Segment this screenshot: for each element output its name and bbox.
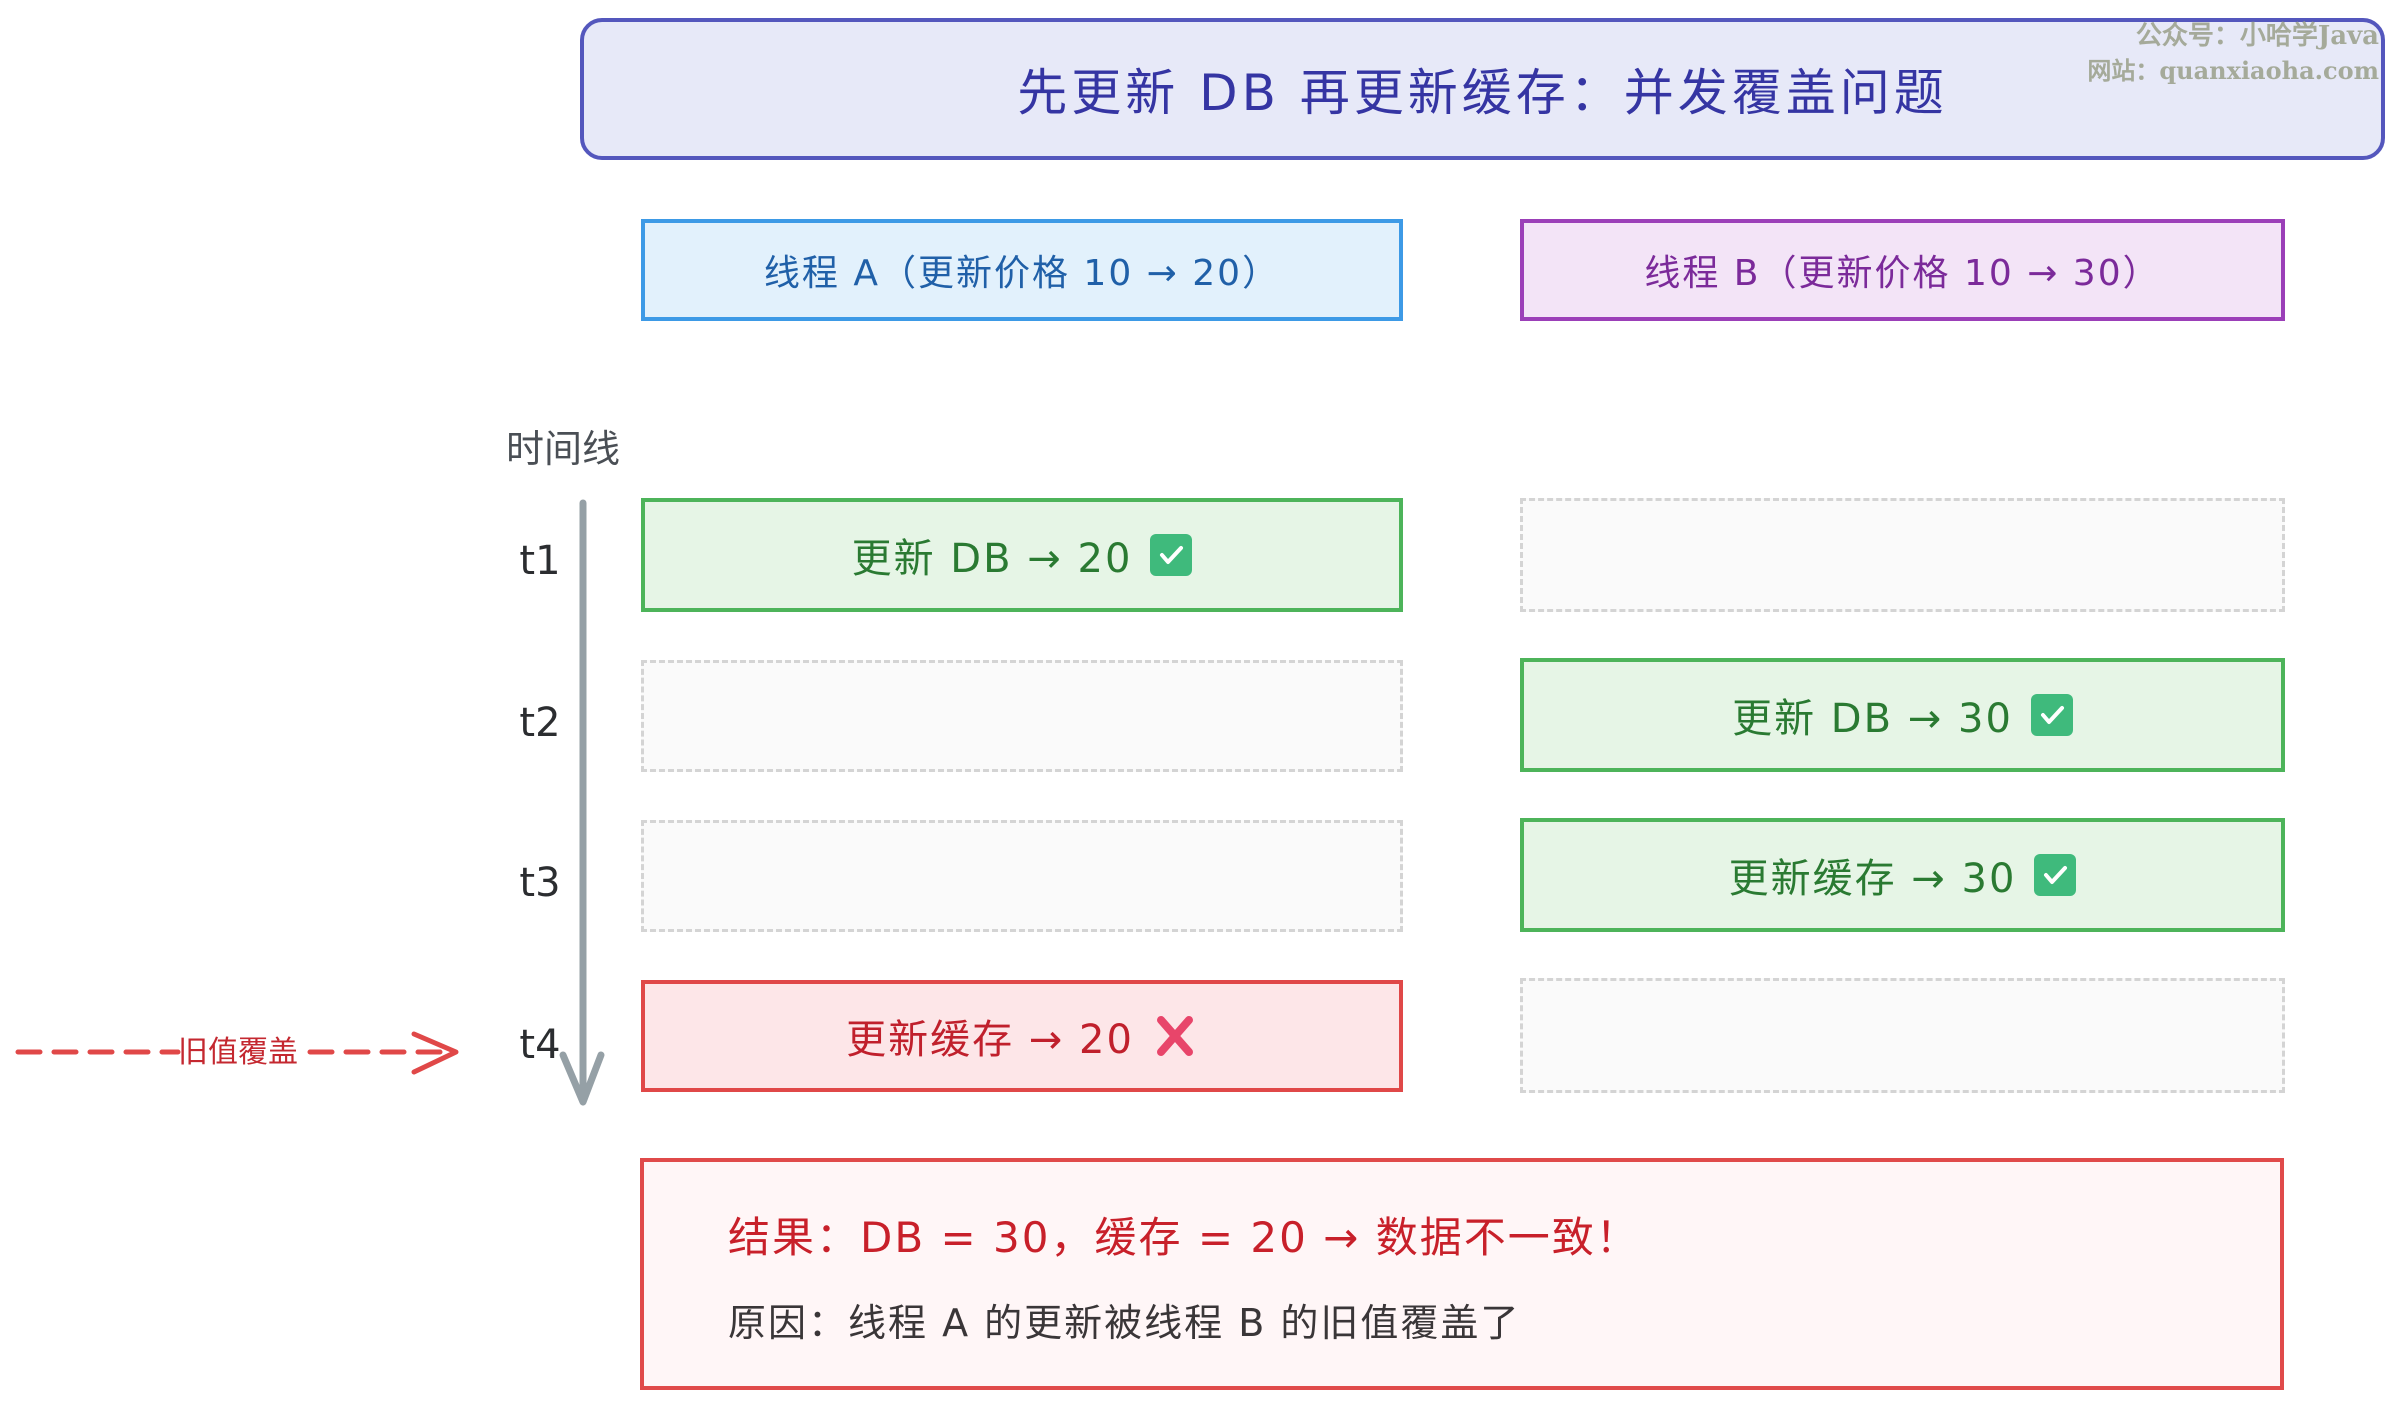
dashed-arrow-icon bbox=[15, 1031, 459, 1075]
thread-b-t2-step: 更新 DB → 30 bbox=[1520, 658, 2285, 772]
watermark: 公众号：小哈学Java 网站：quanxiaoha.com bbox=[2087, 18, 2379, 88]
thread-a-header: 线程 A（更新价格 10 → 20） bbox=[641, 219, 1403, 321]
thread-b-header: 线程 B（更新价格 10 → 30） bbox=[1520, 219, 2285, 321]
overwrite-annotation: 旧值覆盖 bbox=[178, 1035, 298, 1070]
watermark-website: 网站：quanxiaoha.com bbox=[2087, 56, 2379, 85]
step-text: 更新 DB → 20 bbox=[851, 536, 1133, 582]
thread-b-label: 线程 B（更新价格 10 → 30） bbox=[1644, 253, 2161, 294]
step-text: 更新缓存 → 20 bbox=[846, 1017, 1134, 1063]
result-reason: 原因：线程 A 的更新被线程 B 的旧值覆盖了 bbox=[728, 1301, 1521, 1345]
result-conclusion: 结果：DB = 30，缓存 = 20 → 数据不一致！ bbox=[728, 1213, 1640, 1262]
thread-b-t4-empty bbox=[1520, 978, 2285, 1093]
diagram-title: 先更新 DB 再更新缓存：并发覆盖问题 bbox=[1017, 64, 1948, 122]
check-icon bbox=[2030, 694, 2073, 736]
thread-a-t4-step: 更新缓存 → 20 bbox=[641, 980, 1403, 1092]
title-banner: 先更新 DB 再更新缓存：并发覆盖问题 bbox=[580, 18, 2385, 160]
thread-b-t3-step: 更新缓存 → 30 bbox=[1520, 818, 2285, 932]
watermark-account: 公众号：小哈学Java bbox=[2135, 21, 2379, 51]
thread-a-t3-empty bbox=[641, 820, 1403, 932]
tick-t1: t1 bbox=[519, 538, 561, 584]
check-icon bbox=[2034, 854, 2077, 896]
down-arrow-icon bbox=[559, 499, 605, 1106]
tick-t2: t2 bbox=[519, 700, 561, 746]
tick-t3: t3 bbox=[519, 860, 561, 906]
thread-a-t2-empty bbox=[641, 660, 1403, 772]
tick-t4: t4 bbox=[519, 1022, 561, 1068]
cross-icon bbox=[1152, 1013, 1198, 1059]
check-icon bbox=[1150, 534, 1193, 576]
timeline-label: 时间线 bbox=[506, 427, 621, 471]
result-box: 结果：DB = 30，缓存 = 20 → 数据不一致！ 原因：线程 A 的更新被… bbox=[640, 1158, 2284, 1390]
step-text: 更新 DB → 30 bbox=[1732, 696, 2013, 742]
step-text: 更新缓存 → 30 bbox=[1728, 856, 2017, 902]
thread-b-t1-empty bbox=[1520, 498, 2285, 612]
thread-a-t1-step: 更新 DB → 20 bbox=[641, 498, 1403, 612]
thread-a-label: 线程 A（更新价格 10 → 20） bbox=[763, 253, 1281, 294]
